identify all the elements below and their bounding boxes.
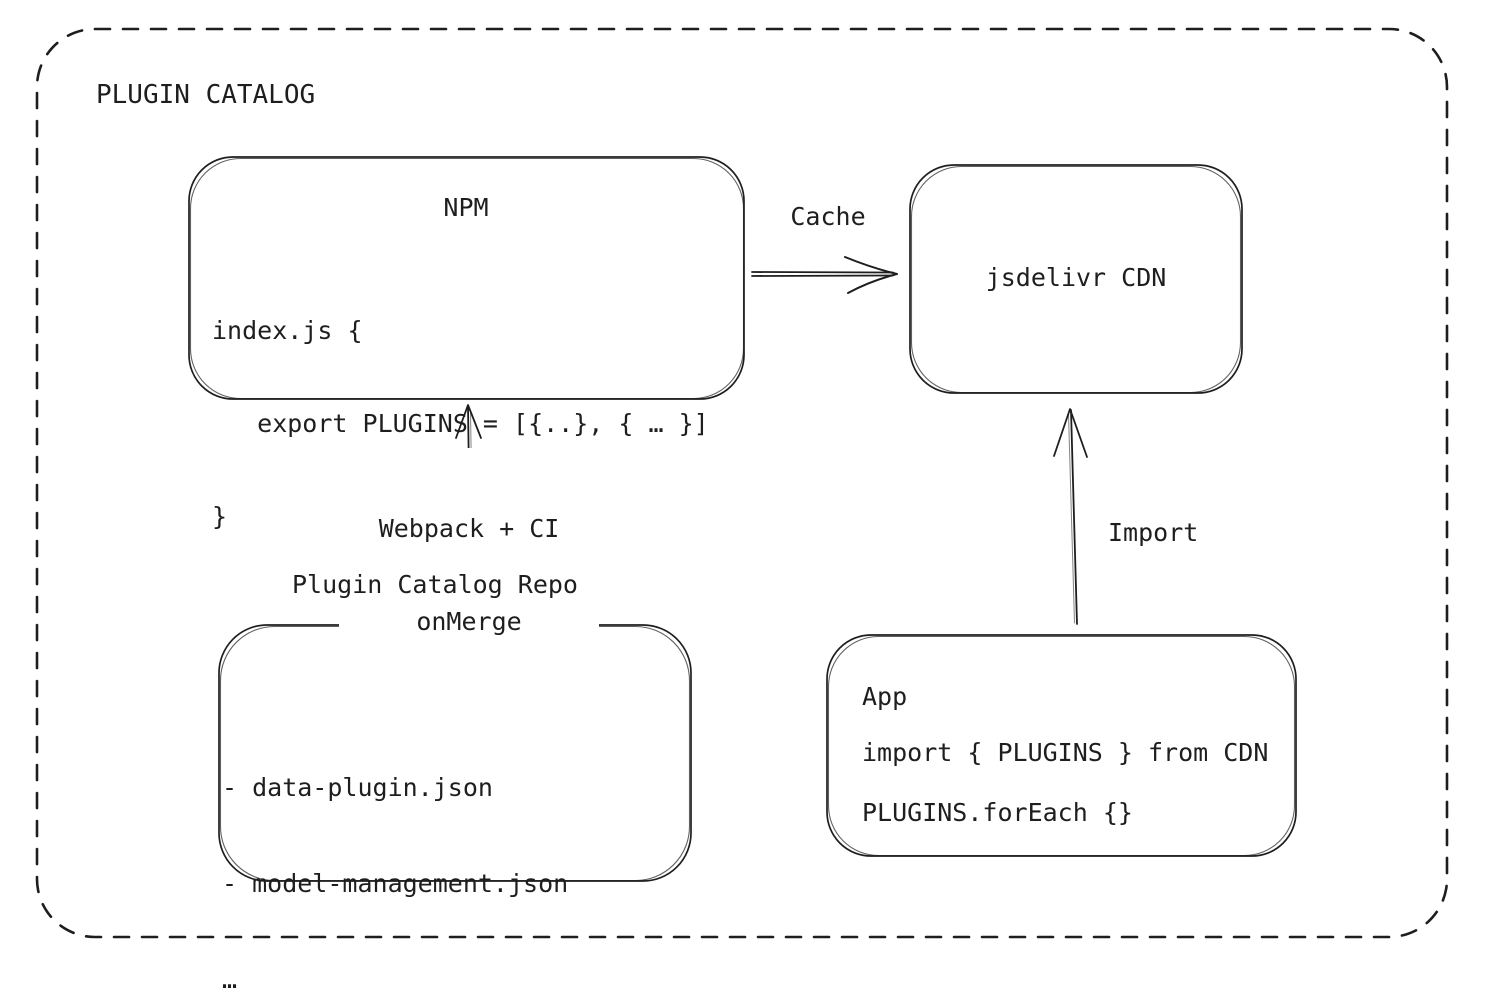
build-arrow-label-line1: Webpack + CI (378, 514, 560, 543)
cdn-node-box[interactable] (909, 164, 1243, 394)
repo-file-item: - data-plugin.json (222, 773, 493, 802)
npm-code-line: } (212, 502, 228, 531)
cache-arrow-shaft-bottom[interactable] (751, 274, 894, 277)
cache-arrow-label: Cache (790, 202, 866, 231)
import-arrow-shaft-sketch-pass[interactable] (1068, 413, 1075, 624)
build-arrow-label-line2: onMerge (416, 607, 522, 636)
build-arrow-head[interactable] (455, 404, 482, 439)
npm-code-line: export PLUGINS = [{..}, { … }] (212, 409, 709, 438)
npm-box-outline-sketch-pass[interactable] (189, 157, 745, 400)
app-code-line: PLUGINS.forEach {} (862, 798, 1133, 827)
app-box-outline-sketch-pass[interactable] (827, 635, 1296, 857)
npm-node-box[interactable] (188, 156, 745, 400)
cache-arrow[interactable] (751, 256, 898, 294)
frame-title: PLUGIN CATALOG (96, 80, 316, 110)
cache-arrow-shaft-top[interactable] (751, 271, 894, 274)
npm-node-title: NPM (443, 193, 489, 222)
repo-file-item: - model-management.json (222, 869, 569, 898)
catalog-frame-outline[interactable] (35, 27, 1449, 939)
npm-code-line: index.js { (212, 316, 363, 345)
build-arrow-label: Webpack + CI onMerge (339, 448, 599, 702)
app-node-title: App (862, 682, 908, 711)
app-code-line: import { PLUGINS } from CDN (862, 738, 1269, 767)
repo-file-list: - data-plugin.json - model-management.js… (222, 708, 568, 1002)
repo-node-caption: Plugin Catalog Repo (292, 570, 578, 599)
import-arrow-head[interactable] (1053, 408, 1088, 458)
cache-arrow-head[interactable] (844, 256, 898, 294)
import-arrow-label: Import (1108, 518, 1199, 547)
npm-code-block: index.js { export PLUGINS = [{..}, { … }… (212, 253, 709, 594)
import-arrow-shaft[interactable] (1070, 409, 1078, 625)
app-node-box[interactable] (826, 634, 1297, 857)
catalog-frame-border[interactable] (35, 27, 1449, 939)
cdn-box-outline-sketch-pass[interactable] (910, 165, 1242, 394)
cdn-node-label: jsdelivr CDN (985, 263, 1167, 292)
repo-file-item: … (222, 965, 238, 994)
import-arrow[interactable] (1053, 408, 1088, 625)
